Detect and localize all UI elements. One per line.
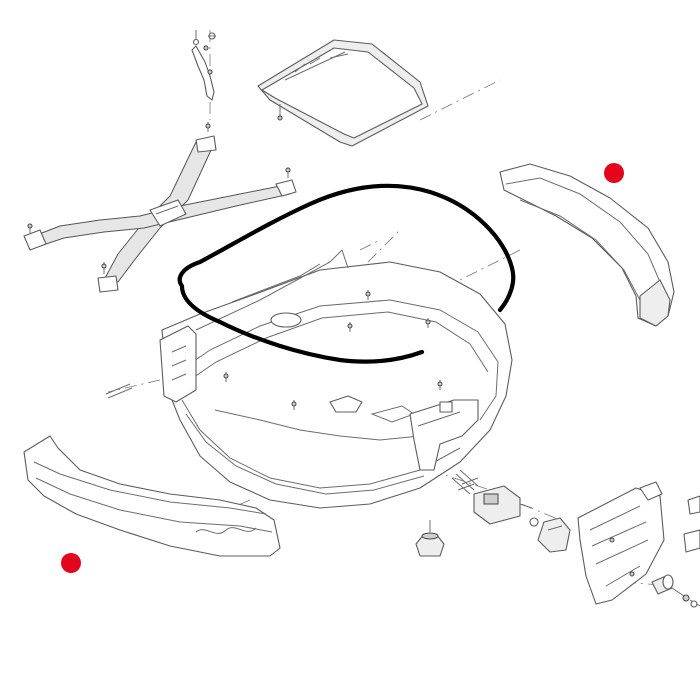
screw <box>223 290 443 410</box>
marker-dot-left <box>61 553 81 573</box>
hinge-bracket <box>191 30 216 101</box>
case-shell <box>159 249 513 509</box>
right-reflector-panel <box>499 163 675 327</box>
left-reflector-panel <box>23 435 281 573</box>
latch-slider <box>473 485 533 525</box>
side-clips <box>683 495 700 553</box>
marker-dot-right <box>604 163 624 183</box>
rubber-foot <box>415 520 445 557</box>
small-guide-bar <box>105 383 133 399</box>
latch-spring <box>451 469 479 495</box>
lid-strap-assembly <box>23 122 297 293</box>
lid-inner-panel <box>257 39 429 147</box>
lock-plate <box>577 481 665 605</box>
latch-button <box>529 517 571 553</box>
lid-gasket-seal <box>177 183 516 364</box>
lock-cylinder <box>651 574 700 608</box>
